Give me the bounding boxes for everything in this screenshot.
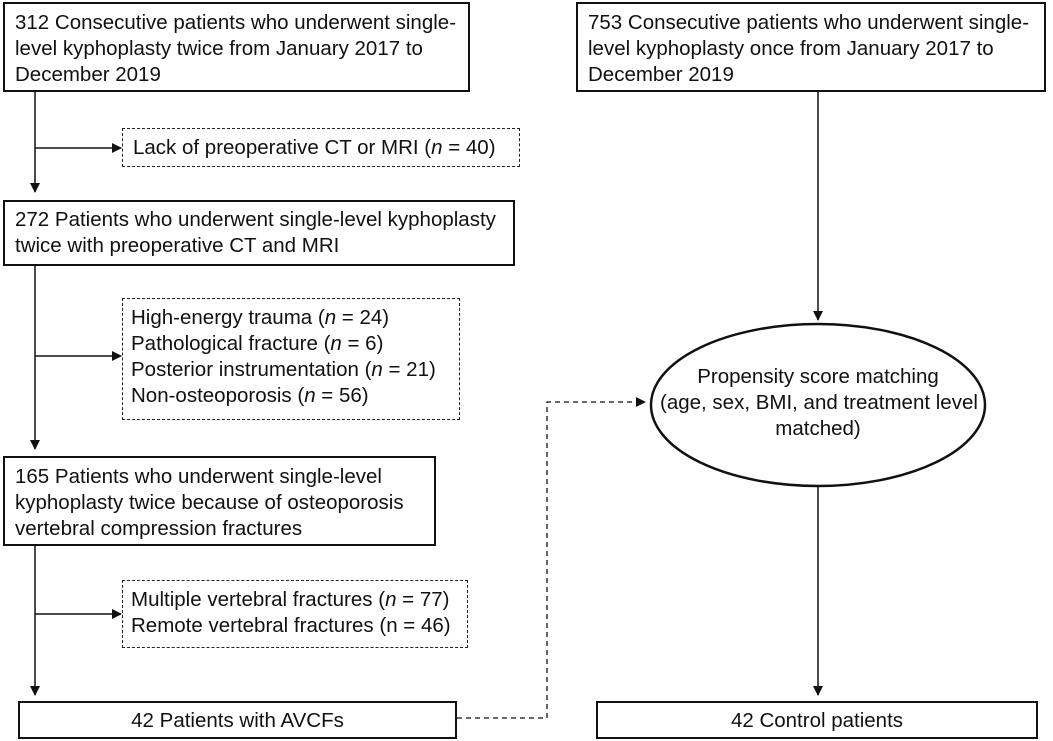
control-patients-label: 42 Control patients <box>730 709 904 732</box>
propensity-matching-ellipse <box>649 322 987 488</box>
exclusion-2-item: Pathological fracture (n = 6) <box>131 332 384 355</box>
exclusion-2-item: Posterior instrumentation (n = 21) <box>131 358 436 381</box>
matching-line-3: matched) <box>775 417 861 440</box>
control-patients-box: 42 Control patients <box>596 701 1038 739</box>
exclusion-3-item: Multiple vertebral fractures (n = 77) <box>131 588 450 611</box>
exclusion-1-item: Lack of preoperative CT or MRI (n = 40) <box>133 136 496 159</box>
exclusion-2-item: Non-osteoporosis (n = 56) <box>131 384 369 407</box>
exclusion-3-item: Remote vertebral fractures (n = 46) <box>131 614 451 637</box>
once-cohort-line-3: December 2019 <box>588 63 734 86</box>
initial-cohort-line-1: 312 Consecutive patients who underwent s… <box>15 11 457 34</box>
matching-line-2: (age, sex, BMI, and treatment level <box>660 391 978 414</box>
once-cohort-line-2: level kyphoplasty once from January 2017… <box>588 37 994 60</box>
osteoporosis-cohort-line-3: vertebral compression fractures <box>15 517 303 540</box>
osteoporosis-cohort-line-1: 165 Patients who underwent single-level <box>15 465 382 488</box>
initial-cohort-line-2: level kyphoplasty twice from January 201… <box>15 37 423 60</box>
matching-line-1: Propensity score matching <box>697 365 939 388</box>
osteoporosis-cohort-line-2: kyphoplasty twice because of osteoporosi… <box>15 491 404 514</box>
avcfs-patients-box: 42 Patients with AVCFs <box>18 701 457 739</box>
ct-mri-cohort-line-1: 272 Patients who underwent single-level … <box>15 208 496 231</box>
initial-cohort-box: 312 Consecutive patients who underwent s… <box>3 2 470 92</box>
ct-mri-cohort-box: 272 Patients who underwent single-level … <box>3 200 515 266</box>
dashed-arrow-avcfs-to-matching <box>457 397 646 719</box>
once-cohort-line-1: 753 Consecutive patients who underwent s… <box>588 11 1030 34</box>
osteoporosis-cohort-box: 165 Patients who underwent single-level … <box>3 456 436 546</box>
exclusion-box-2: High-energy trauma (n = 24) Pathological… <box>122 298 460 420</box>
exclusion-box-1: Lack of preoperative CT or MRI (n = 40) <box>122 128 520 167</box>
initial-cohort-line-3: December 2019 <box>15 63 161 86</box>
ct-mri-cohort-line-2: twice with preoperative CT and MRI <box>15 234 340 257</box>
exclusion-2-item: High-energy trauma (n = 24) <box>131 306 390 329</box>
avcfs-patients-label: 42 Patients with AVCFs <box>131 709 344 732</box>
once-cohort-box: 753 Consecutive patients who underwent s… <box>576 2 1046 92</box>
propensity-matching-text: Propensity score matching (age, sex, BMI… <box>660 364 978 448</box>
exclusion-box-3: Multiple vertebral fractures (n = 77) Re… <box>122 580 468 648</box>
